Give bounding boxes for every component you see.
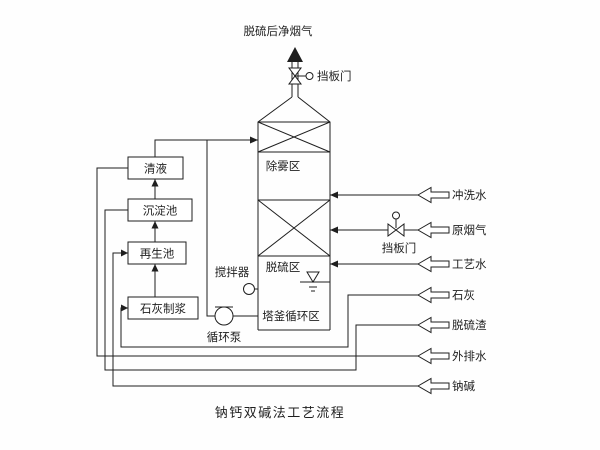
- inlet-damper-label: 挡板门: [382, 241, 417, 255]
- lime-slurry-tank-label: 石灰制浆: [140, 302, 186, 316]
- block-arrow-icon: [416, 347, 450, 365]
- stream-label: 工艺水: [452, 258, 487, 271]
- demister-pad-icon: [257, 121, 331, 153]
- regeneration-tank-box: [127, 241, 187, 265]
- regeneration-tank-label: 再生池: [140, 247, 175, 261]
- flow-arrow-icon: [330, 260, 338, 268]
- pump-label: 循环泵: [207, 331, 242, 344]
- stream-drain: 外排水: [416, 347, 487, 365]
- block-arrow-icon: [416, 286, 450, 304]
- sedimentation-tank-box: [127, 198, 193, 222]
- clear-liquid-tank-box: [127, 156, 184, 180]
- sedimentation-tank: 沉淀池: [127, 198, 193, 222]
- sedimentation-tank-label: 沉淀池: [143, 204, 178, 218]
- outlet-damper-valve-icon: [288, 67, 314, 85]
- block-arrow-icon: [416, 221, 450, 239]
- block-arrow-icon: [416, 255, 450, 273]
- stream-residue: 脱硫渣: [416, 316, 487, 334]
- stream-label: 钠碱: [452, 379, 475, 393]
- sump-zone-label: 塔釜循环区: [262, 309, 320, 323]
- flow-arrow-icon: [151, 221, 159, 229]
- agitator-icon: [243, 283, 258, 295]
- stream-label: 原烟气: [452, 223, 487, 237]
- flue-gas-outlet: 脱硫后净烟气 挡板门: [244, 24, 352, 97]
- diagram-caption: 钠钙双碱法工艺流程: [215, 405, 346, 420]
- block-arrow-icon: [416, 316, 450, 334]
- flow-arrow-icon: [330, 226, 338, 234]
- pump-discharge-pipe: [206, 140, 215, 317]
- piping: [96, 136, 418, 387]
- outlet-label: 脱硫后净烟气: [244, 24, 313, 38]
- inlet-damper-valve-icon: [387, 211, 405, 237]
- stream-sodium-alkali: 钠碱: [416, 377, 475, 395]
- lime-slurry-tank-box: [127, 296, 199, 320]
- stream-label: 脱硫渣: [452, 318, 487, 332]
- liquid-level-icon: [300, 271, 330, 292]
- agitator: 搅拌器: [215, 265, 258, 295]
- tower-shell: [257, 96, 331, 331]
- stream-label: 石灰: [452, 288, 475, 302]
- absorber-tower: 除雾区 脱硫区 塔釜循环区: [257, 96, 331, 331]
- circulation-pump: 循环泵: [207, 306, 242, 344]
- clear-liquid-tank: 清液: [127, 156, 184, 180]
- block-arrow-icon: [416, 377, 450, 395]
- block-arrow-icon: [416, 186, 450, 204]
- pump-icon: [214, 306, 234, 326]
- up-arrow-icon: [287, 47, 303, 62]
- stream-process-water: 工艺水: [416, 255, 487, 273]
- flow-arrow-icon: [250, 136, 258, 144]
- residue-pipe: [104, 209, 418, 371]
- sodium-alkali-pipe: [112, 252, 418, 387]
- regeneration-tank: 再生池: [127, 241, 187, 265]
- stream-label: 冲洗水: [452, 188, 487, 202]
- flow-arrow-icon: [330, 191, 338, 199]
- clear-liquid-feed-pipe: [154, 139, 258, 157]
- stream-raw-flue-gas: 原烟气: [416, 221, 487, 239]
- flow-arrow-icon: [151, 264, 159, 272]
- agitator-label: 搅拌器: [215, 265, 250, 279]
- clear-liquid-tank-label: 清液: [144, 162, 167, 176]
- lime-slurry-tank: 石灰制浆: [127, 296, 199, 320]
- stream-lime: 石灰: [416, 286, 475, 304]
- stream-label: 外排水: [452, 349, 487, 363]
- absorber-zone-label: 脱硫区: [266, 260, 301, 274]
- inlet-damper: 挡板门: [382, 211, 417, 255]
- flow-arrow-icon: [121, 304, 128, 312]
- drain-pipe: [96, 167, 418, 357]
- demister-zone-label: 除雾区: [266, 159, 301, 173]
- stream-flush-water: 冲洗水: [416, 186, 487, 204]
- outlet-damper-label: 挡板门: [317, 69, 352, 83]
- flow-arrow-icon: [151, 179, 159, 187]
- flow-arrow-icon: [121, 249, 128, 257]
- packing-zone-icon: [257, 199, 331, 257]
